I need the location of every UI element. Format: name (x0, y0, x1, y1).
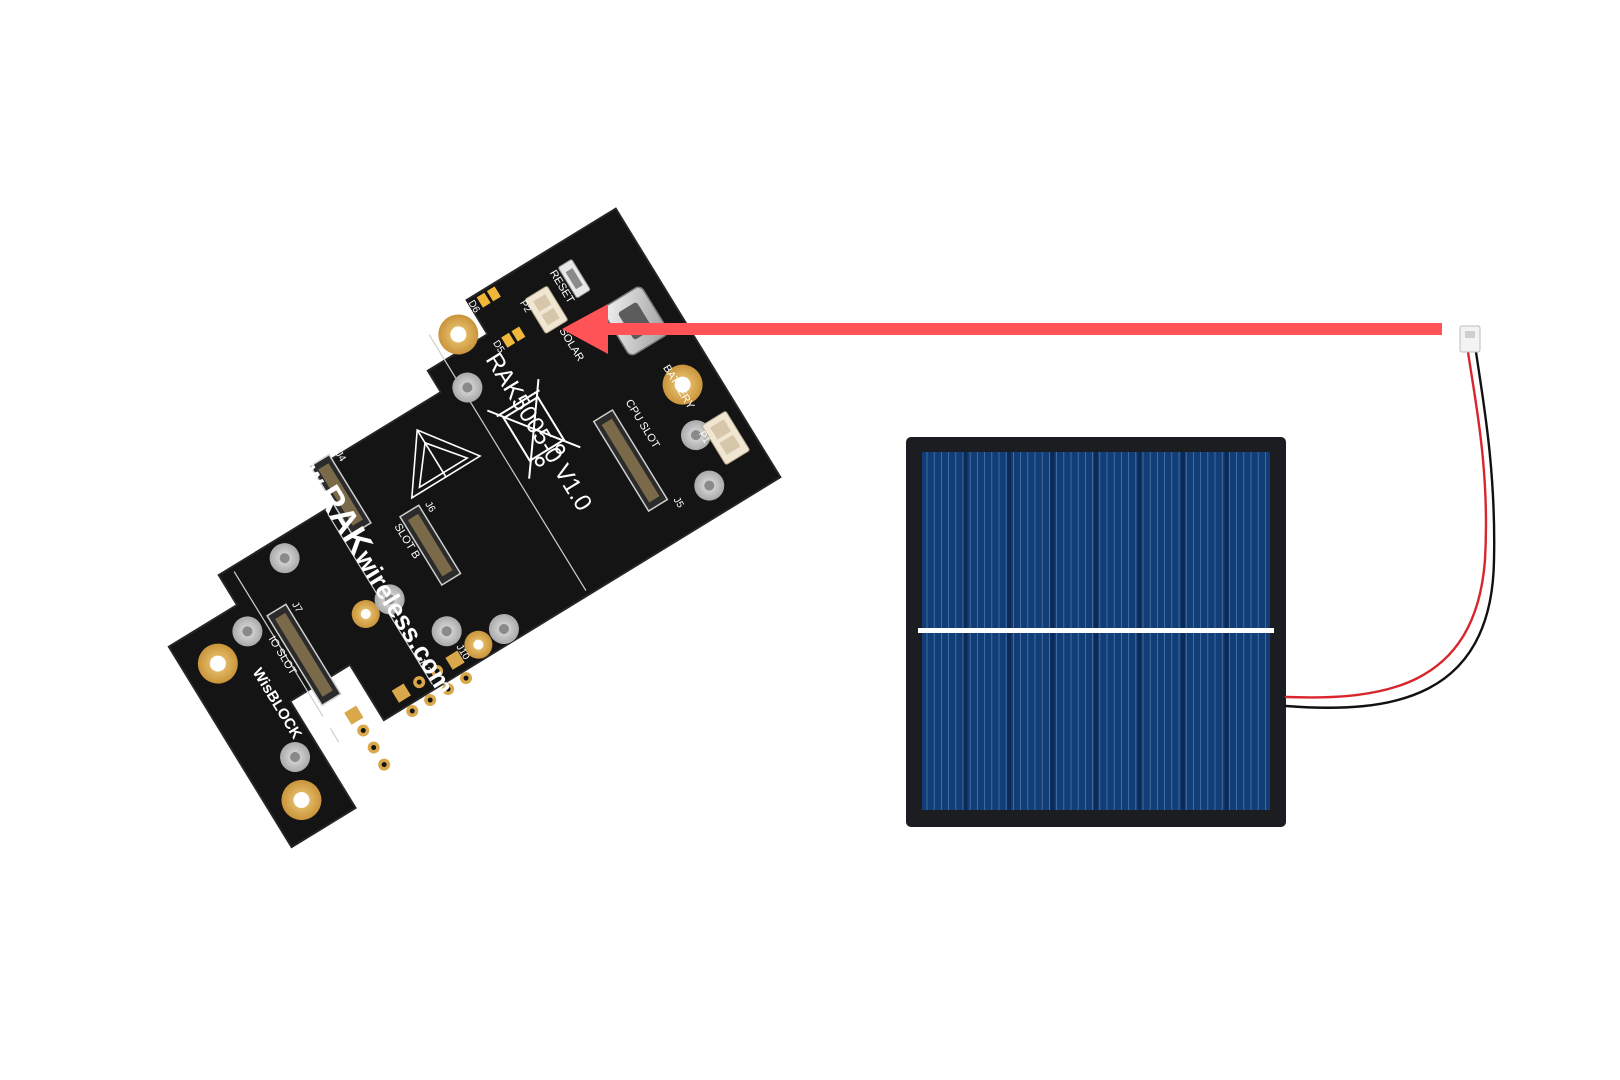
crossed-out-wheelie-bin-icon (486, 379, 581, 479)
solar-connector-p2 (525, 286, 568, 334)
mounting-hole (197, 616, 263, 684)
mounting-hole (431, 614, 519, 659)
mounting-hole (269, 543, 405, 629)
left-arrow-icon (562, 304, 1442, 354)
mounting-hole (280, 742, 322, 821)
rak5005-board: www.RAKwireless.com RAK5005-0 V1.0 WisBL… (167, 207, 782, 849)
rak-triangle-logo-icon (410, 428, 482, 500)
reset-button (558, 259, 591, 298)
mounting-hole (438, 314, 483, 403)
header-pins-j11 (344, 705, 391, 771)
connector-j4-slot-a (309, 453, 372, 536)
black-wire (1284, 350, 1496, 709)
header-pins-j10-j12 (391, 650, 472, 717)
mounting-hole (662, 364, 725, 501)
connector-j7-io-slot (266, 603, 342, 707)
connector-j6-slot-b (398, 504, 462, 587)
wisblock-chip-marker (307, 713, 336, 738)
solar-panel (906, 437, 1286, 827)
led-d5 (501, 326, 526, 348)
connector-j5-cpu-slot (592, 408, 669, 513)
jst-plug (1459, 325, 1481, 353)
solar-panel-cable (1284, 350, 1496, 709)
solar-panel-busbar (918, 628, 1274, 633)
red-wire (1284, 350, 1488, 699)
battery-connector-p1 (702, 411, 750, 465)
pcb-outline (167, 207, 782, 849)
led-d6 (476, 286, 501, 308)
